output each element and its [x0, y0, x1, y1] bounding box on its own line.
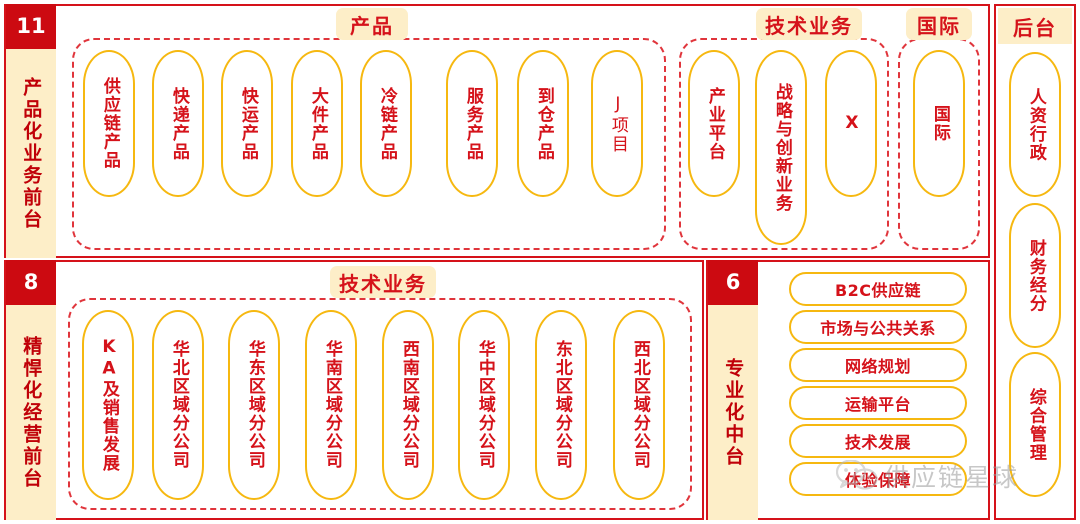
card-supply-chain-product[interactable]: 供应链产品: [83, 50, 135, 197]
card-label: 华北区域分公司: [168, 340, 189, 470]
tech-business-group-chip[interactable]: 技术业务: [756, 8, 862, 40]
product-group-chip[interactable]: 产品: [336, 8, 408, 40]
card-southwest-branch[interactable]: 西南区域分公司: [382, 310, 434, 500]
card-international[interactable]: 国际: [913, 50, 965, 197]
card-east-china-branch[interactable]: 华东区域分公司: [228, 310, 280, 500]
back-office-chip[interactable]: 后台: [998, 8, 1072, 44]
card-ka-sales-dev[interactable]: KA及销售发展: [82, 310, 134, 500]
front-operation-sidebar[interactable]: 精悍化经营前台: [6, 305, 56, 520]
card-label: 华东区域分公司: [244, 340, 265, 470]
card-label: 人资行政: [1025, 87, 1046, 162]
front-product-badge: 11: [6, 4, 56, 49]
card-label: 西南区域分公司: [398, 340, 419, 470]
international-group-chip[interactable]: 国际: [906, 8, 972, 40]
card-label: J项目: [607, 93, 628, 154]
card-label: 产业平台: [704, 86, 725, 161]
card-label: 大件产品: [307, 86, 328, 161]
front-product-sidebar-label: 产品化业务前台: [20, 76, 43, 231]
card-label: 供应链产品: [99, 77, 120, 170]
card-south-china-branch[interactable]: 华南区域分公司: [305, 310, 357, 500]
card-northeast-branch[interactable]: 东北区域分公司: [535, 310, 587, 500]
card-label: KA及销售发展: [98, 337, 119, 473]
front-operation-sidebar-label: 精悍化经营前台: [20, 335, 43, 490]
card-central-china-branch[interactable]: 华中区域分公司: [458, 310, 510, 500]
card-label: 西北区域分公司: [629, 340, 650, 470]
card-label: 快递产品: [168, 86, 189, 161]
card-label: 东北区域分公司: [551, 340, 572, 470]
card-northwest-branch[interactable]: 西北区域分公司: [613, 310, 665, 500]
card-label: 服务产品: [462, 86, 483, 161]
card-freight-product[interactable]: 快运产品: [221, 50, 273, 197]
card-label: 快运产品: [237, 86, 258, 161]
middle-platform-badge: 6: [708, 260, 758, 305]
card-finance-analysis[interactable]: 财务经分: [1009, 203, 1061, 348]
card-label: 财务经分: [1025, 238, 1046, 313]
card-network-planning[interactable]: 网络规划: [789, 348, 967, 382]
card-technology-development[interactable]: 技术发展: [789, 424, 967, 458]
card-large-item-product[interactable]: 大件产品: [291, 50, 343, 197]
operation-group-dashed: [68, 298, 692, 510]
card-express-product[interactable]: 快递产品: [152, 50, 204, 197]
operation-group-chip[interactable]: 技术业务: [330, 266, 436, 298]
middle-platform-sidebar[interactable]: 专业化中台: [708, 305, 758, 520]
card-cold-chain-product[interactable]: 冷链产品: [360, 50, 412, 197]
card-experience-assurance[interactable]: 体验保障: [789, 462, 967, 496]
card-to-warehouse-product[interactable]: 到仓产品: [517, 50, 569, 197]
card-label: 华中区域分公司: [474, 340, 495, 470]
card-general-management[interactable]: 综合管理: [1009, 352, 1061, 497]
card-market-public-relations[interactable]: 市场与公共关系: [789, 310, 967, 344]
card-north-china-branch[interactable]: 华北区域分公司: [152, 310, 204, 500]
middle-platform-sidebar-label: 专业化中台: [722, 357, 745, 468]
card-label: 国际: [929, 105, 950, 142]
card-x[interactable]: X: [825, 50, 877, 197]
front-product-sidebar[interactable]: 产品化业务前台: [6, 49, 56, 258]
card-label: 综合管理: [1025, 387, 1046, 462]
card-label: 到仓产品: [533, 86, 554, 161]
card-transport-platform[interactable]: 运输平台: [789, 386, 967, 420]
card-strategy-innovation[interactable]: 战略与创新业务: [755, 50, 807, 245]
front-operation-badge: 8: [6, 260, 56, 305]
card-label: 冷链产品: [376, 86, 397, 161]
card-b2c-supply-chain[interactable]: B2C供应链: [789, 272, 967, 306]
card-label: 华南区域分公司: [321, 340, 342, 470]
card-label: X: [841, 112, 862, 135]
card-j-project[interactable]: J项目: [591, 50, 643, 197]
card-industry-platform[interactable]: 产业平台: [688, 50, 740, 197]
card-service-product[interactable]: 服务产品: [446, 50, 498, 197]
card-label: 战略与创新业务: [771, 82, 792, 213]
card-hr-administration[interactable]: 人资行政: [1009, 52, 1061, 197]
